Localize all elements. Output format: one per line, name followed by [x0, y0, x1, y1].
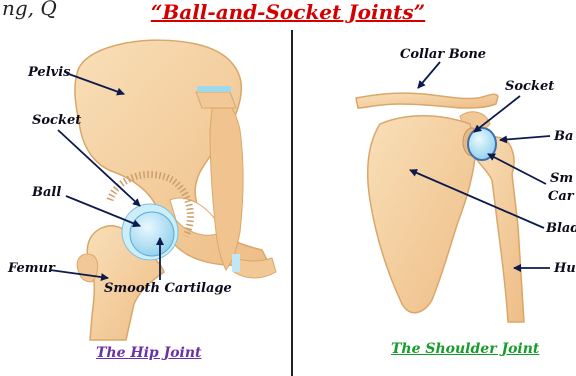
label-shoulder-socket: Socket — [505, 79, 554, 94]
label-blade: Blad — [545, 221, 576, 236]
collar-bone — [356, 93, 498, 108]
label-femur: Femur — [7, 261, 56, 276]
label-shoulder-cartilage: Car — [548, 189, 575, 204]
caption-shoulder-joint: The Shoulder Joint — [391, 341, 539, 357]
scapula-blade — [368, 116, 476, 313]
label-shoulder-ball: Ba — [553, 129, 573, 144]
label-hip-ball: Ball — [31, 185, 61, 200]
shoulder-illustration: Collar Bone Socket Ba Sm Car Blad Hu — [356, 47, 576, 322]
label-shoulder-smooth: Sm — [550, 171, 573, 186]
hip-illustration: Pelvis Socket Ball Femur Smooth Cartilag… — [7, 40, 276, 340]
label-humerus: Hu — [553, 261, 576, 276]
caption-hip-joint: The Hip Joint — [96, 345, 202, 361]
hip-ball — [130, 212, 174, 256]
label-hip-socket: Socket — [32, 113, 81, 128]
label-pelvis: Pelvis — [27, 65, 71, 80]
humerus-bone — [470, 137, 524, 322]
label-smooth-cartilage: Smooth Cartilage — [104, 281, 232, 296]
label-collar-bone: Collar Bone — [400, 47, 486, 62]
